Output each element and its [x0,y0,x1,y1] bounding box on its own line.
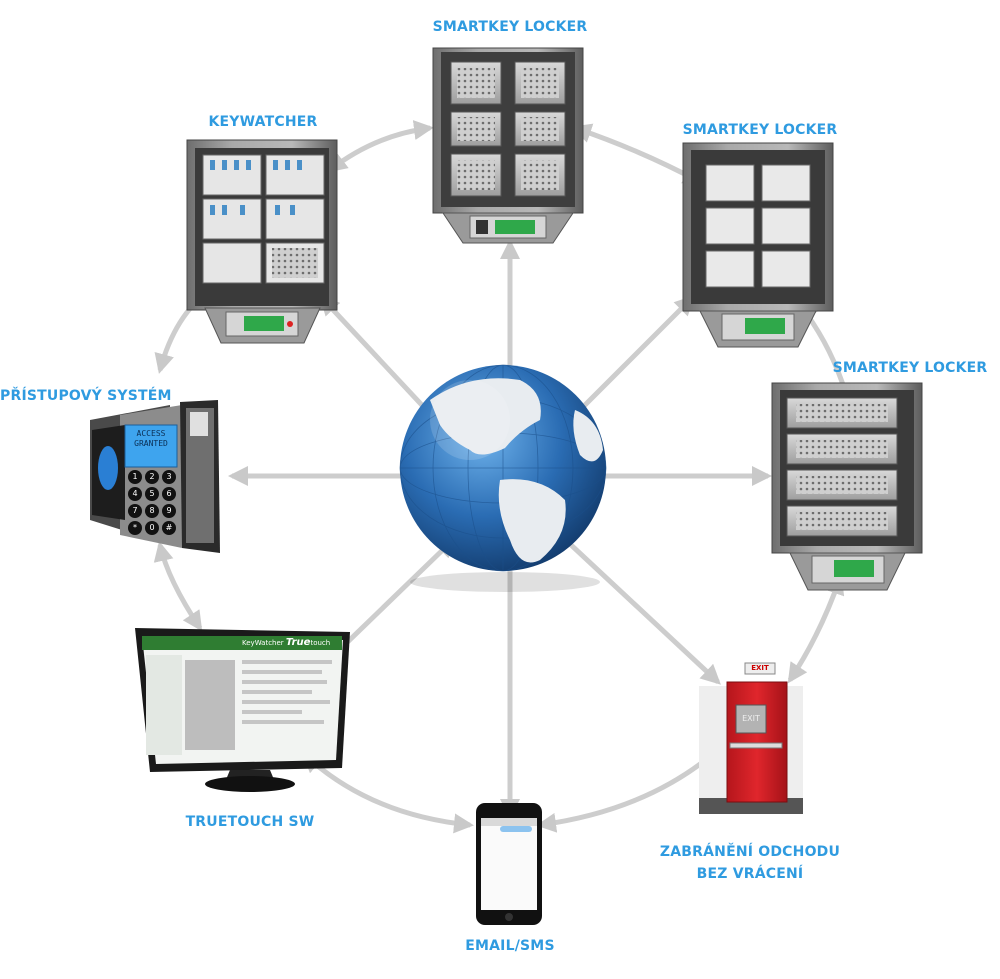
truetouch-monitor-device [135,628,350,792]
exit-door-device [699,662,803,814]
label-smartkey-locker-top: SMARTKEY LOCKER [432,19,588,35]
keywatcher-device [186,139,338,344]
label-exit-prevention: ZABRÁNĚNÍ ODCHODU BEZ VRÁCENÍ [640,841,860,885]
access-screen-line2: GRANTED [134,439,168,448]
sw-header: KeyWatcher Truetouch [242,636,342,650]
keypad-key: 8 [145,504,159,518]
smartkey-locker-right2-device [771,382,923,591]
keypad-key: 6 [162,487,176,501]
keypad: 1 2 3 4 5 6 7 8 9 * 0 # [128,470,176,535]
exit-sign-text: EXIT [751,664,769,672]
label-exit-line2: BEZ VRÁCENÍ [696,866,804,882]
label-smartkey-locker-right1: SMARTKEY LOCKER [682,122,838,138]
arc-sw-access [153,541,203,632]
keypad-key: 9 [162,504,176,518]
keypad-key: 0 [145,521,159,535]
label-keywatcher: KEYWATCHER [208,114,318,130]
continent-north-america [430,378,541,455]
access-screen-text: ACCESS GRANTED [126,429,176,449]
keypad-key: 2 [145,470,159,484]
spoke-exit [552,527,721,685]
label-exit-line1: ZABRÁNĚNÍ ODCHODU [659,844,841,860]
keypad-key: 4 [128,487,142,501]
smartkey-locker-top-device [432,47,584,244]
keypad-key: 5 [145,487,159,501]
sw-brand: KeyWatcher [242,639,284,647]
continent-south-america [498,479,566,563]
keypad-key: # [162,521,176,535]
label-email-sms: EMAIL/SMS [465,938,555,954]
exit-plate-text: EXIT [742,714,760,723]
spoke-right1 [562,295,695,428]
continent-right [573,410,603,462]
arc-phone-sw [302,752,474,834]
access-screen-line1: ACCESS [136,429,166,438]
label-access-system: PŘÍSTUPOVÝ SYSTÉM [0,388,172,404]
keypad-key: 3 [162,470,176,484]
arc-right2-exit [787,574,845,684]
smartkey-locker-right1-device [682,142,834,348]
phone-device [476,803,542,925]
arc-keywatcher-top [326,120,434,173]
keypad-key: 7 [128,504,142,518]
globe [399,364,607,592]
arc-exit-phone [536,745,723,833]
label-truetouch-sw: TRUETOUCH SW [185,814,315,830]
label-smartkey-locker-right2: SMARTKEY LOCKER [832,360,988,376]
sw-logo-suffix: touch [310,639,331,647]
sw-logo: True [285,637,311,648]
keypad-key: * [128,521,142,535]
keypad-key: 1 [128,470,142,484]
